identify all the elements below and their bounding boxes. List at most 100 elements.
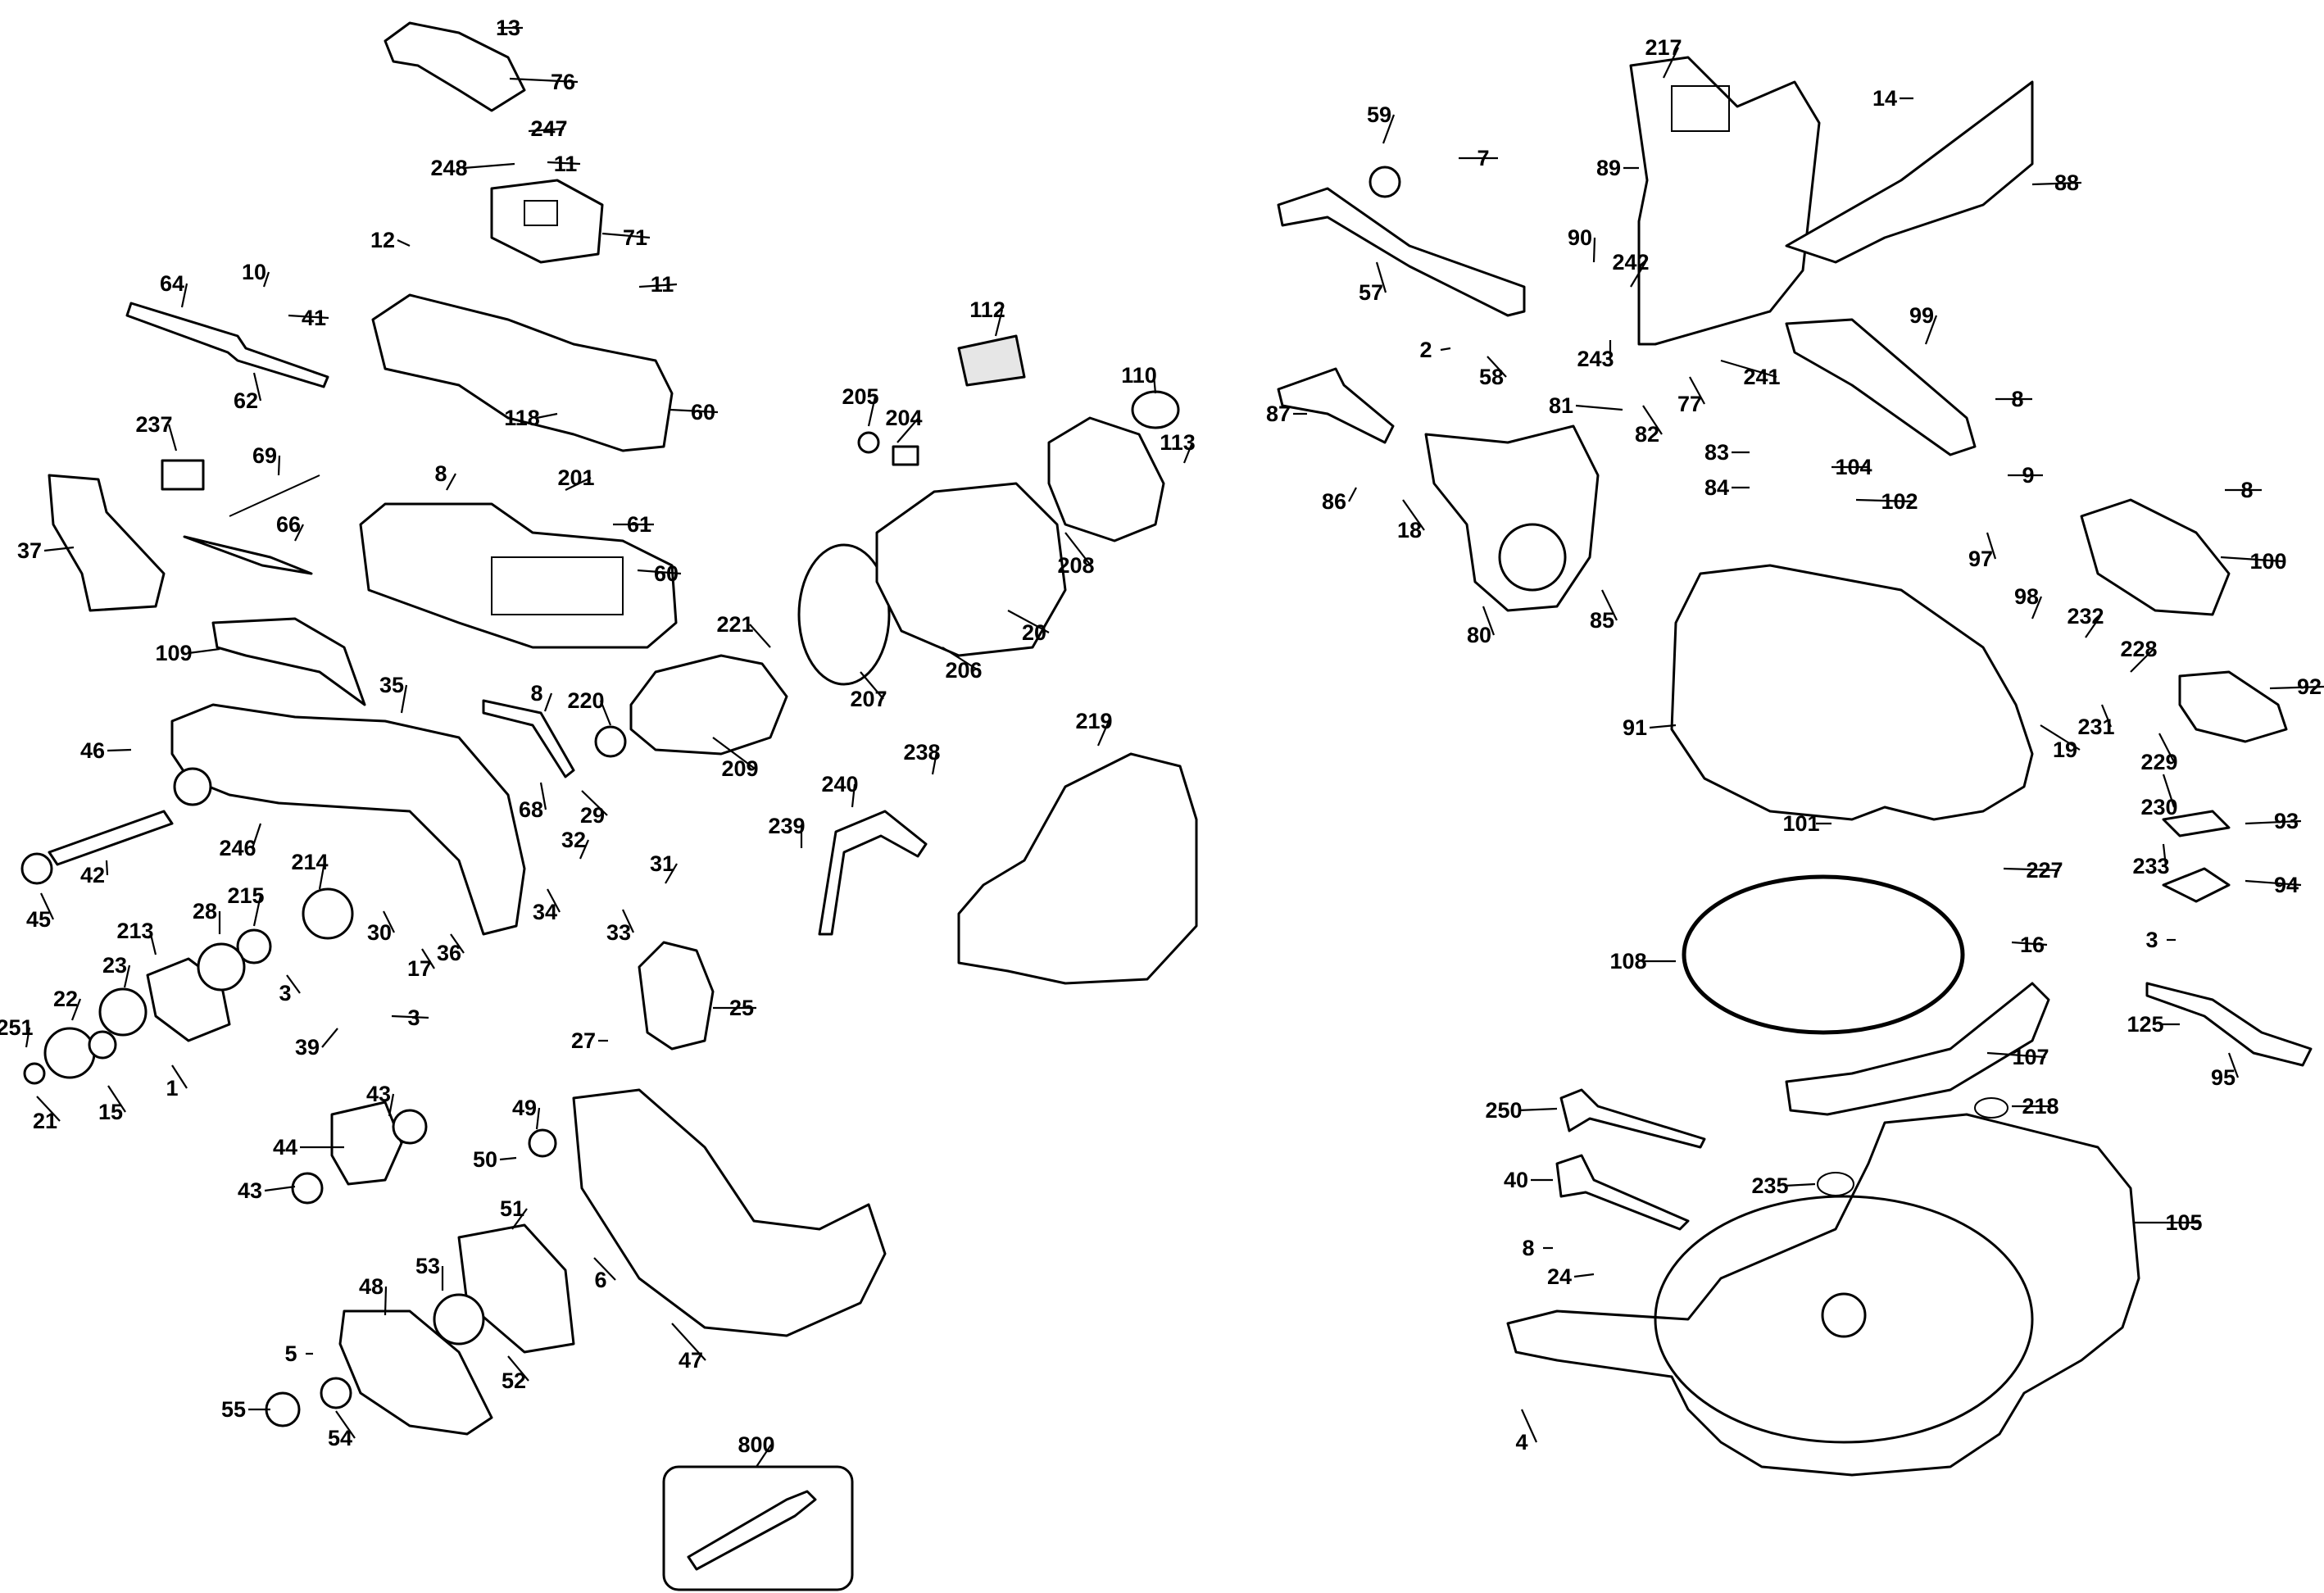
housing-cavity bbox=[491, 556, 624, 615]
dust-elbow-37 bbox=[48, 474, 166, 612]
callout-number: 229 bbox=[2140, 750, 2177, 774]
callout-number: 43 bbox=[366, 1082, 391, 1106]
callout-number: 25 bbox=[729, 996, 754, 1020]
bearing-220 bbox=[594, 725, 627, 758]
part-callout: 77 bbox=[1677, 376, 1705, 416]
callout-number: 42 bbox=[80, 863, 105, 887]
part-callout: 87 bbox=[1266, 402, 1307, 426]
callout-number: 207 bbox=[850, 687, 887, 711]
part-callout: 40 bbox=[1504, 1168, 1553, 1192]
callout-number: 36 bbox=[437, 941, 461, 965]
leader-line bbox=[252, 372, 262, 402]
leader-line bbox=[450, 933, 465, 954]
leader-line bbox=[463, 162, 515, 170]
kit-tool-800 bbox=[687, 1490, 817, 1571]
callout-number: 10 bbox=[242, 260, 266, 284]
callout-number: 44 bbox=[273, 1135, 297, 1160]
handle-cover-76 bbox=[384, 21, 526, 112]
part-callout: 57 bbox=[1359, 261, 1387, 305]
turntable-hub bbox=[1821, 1292, 1867, 1338]
part-callout: 229 bbox=[2140, 733, 2178, 774]
callout-number: 8 bbox=[530, 681, 542, 706]
callout-number: 18 bbox=[1397, 518, 1422, 542]
callout-number: 15 bbox=[98, 1100, 123, 1124]
callout-number: 89 bbox=[1596, 156, 1621, 180]
leader-line bbox=[1520, 1409, 1538, 1443]
leader-line bbox=[1382, 114, 1396, 144]
motor-housing-60 bbox=[359, 502, 678, 649]
washer-49 bbox=[528, 1128, 557, 1158]
callout-number: 17 bbox=[407, 956, 432, 981]
part-callout: 100 bbox=[2220, 549, 2287, 574]
part-callout: 13 bbox=[496, 16, 523, 40]
leader-line bbox=[860, 671, 884, 700]
part-callout: 44 bbox=[273, 1135, 344, 1160]
ring-235 bbox=[1817, 1172, 1854, 1196]
leader-line bbox=[70, 998, 82, 1021]
callout-number: 206 bbox=[945, 658, 982, 683]
callout-number: 88 bbox=[2054, 170, 2079, 195]
part-callout: 47 bbox=[671, 1323, 706, 1373]
callout-number: 87 bbox=[1266, 402, 1291, 426]
callout-number: 51 bbox=[500, 1196, 524, 1221]
callout-number: 8 bbox=[2011, 387, 2023, 411]
leader-line bbox=[2003, 867, 2060, 872]
callout-number: 60 bbox=[654, 561, 679, 586]
callout-number: 62 bbox=[234, 388, 258, 413]
callout-number: 35 bbox=[379, 673, 404, 697]
callout-number: 28 bbox=[193, 899, 217, 924]
callout-number: 86 bbox=[1322, 489, 1346, 514]
end-cap-25 bbox=[638, 941, 715, 1051]
callout-number: 13 bbox=[496, 16, 520, 40]
leader-line bbox=[2245, 819, 2302, 825]
leader-line bbox=[1663, 47, 1679, 79]
leader-line bbox=[2130, 648, 2154, 673]
bracket-68 bbox=[482, 699, 575, 778]
part-callout: 209 bbox=[712, 737, 759, 781]
part-callout: 82 bbox=[1635, 405, 1663, 447]
part-callout: 84 bbox=[1704, 475, 1750, 500]
callout-number: 232 bbox=[2067, 604, 2104, 629]
callout-number: 6 bbox=[594, 1268, 606, 1292]
callout-number: 100 bbox=[2249, 549, 2286, 574]
arbor-boss bbox=[173, 767, 212, 806]
callout-number: 113 bbox=[1160, 430, 1196, 455]
callout-number: 107 bbox=[2012, 1045, 2049, 1069]
callout-number: 104 bbox=[1835, 455, 1872, 479]
leader-line bbox=[2245, 879, 2302, 887]
callout-number: 58 bbox=[1479, 365, 1504, 389]
part-callout: 107 bbox=[1986, 1045, 2049, 1069]
leader-line bbox=[1592, 237, 1596, 263]
part-callout: 83 bbox=[1704, 440, 1750, 465]
part-callout: 19 bbox=[2040, 724, 2081, 762]
bushing-43a bbox=[392, 1109, 428, 1145]
part-callout: 11 bbox=[638, 272, 678, 297]
hex-key-250 bbox=[1559, 1088, 1706, 1149]
leader-line bbox=[1402, 499, 1425, 531]
kerf-plate-107 bbox=[1785, 982, 2050, 1116]
callout-number: 230 bbox=[2140, 795, 2177, 819]
callout-number: 69 bbox=[252, 443, 277, 468]
part-callout: 237 bbox=[135, 412, 178, 452]
callout-number: 53 bbox=[415, 1254, 440, 1278]
part-callout: 66 bbox=[276, 512, 304, 542]
leader-line bbox=[383, 910, 395, 933]
part-callout: 201 bbox=[557, 465, 595, 491]
leader-line bbox=[1649, 724, 1677, 729]
part-callout: 11 bbox=[547, 152, 581, 176]
callout-number: 246 bbox=[219, 836, 256, 860]
part-callout: 246 bbox=[219, 823, 262, 860]
switch-71 bbox=[490, 179, 604, 264]
leader-line bbox=[499, 1156, 517, 1161]
leader-line bbox=[391, 1014, 429, 1019]
leader-line bbox=[318, 861, 326, 890]
part-callout: 118 bbox=[504, 406, 558, 430]
lever-57 bbox=[1277, 187, 1526, 317]
part-callout: 101 bbox=[1782, 811, 1832, 836]
leader-line bbox=[288, 314, 329, 320]
callout-number: 80 bbox=[1467, 623, 1491, 647]
leader-line bbox=[581, 790, 608, 816]
leader-line bbox=[262, 271, 270, 288]
part-callout: 217 bbox=[1645, 35, 1682, 79]
part-callout: 20 bbox=[1007, 610, 1050, 645]
